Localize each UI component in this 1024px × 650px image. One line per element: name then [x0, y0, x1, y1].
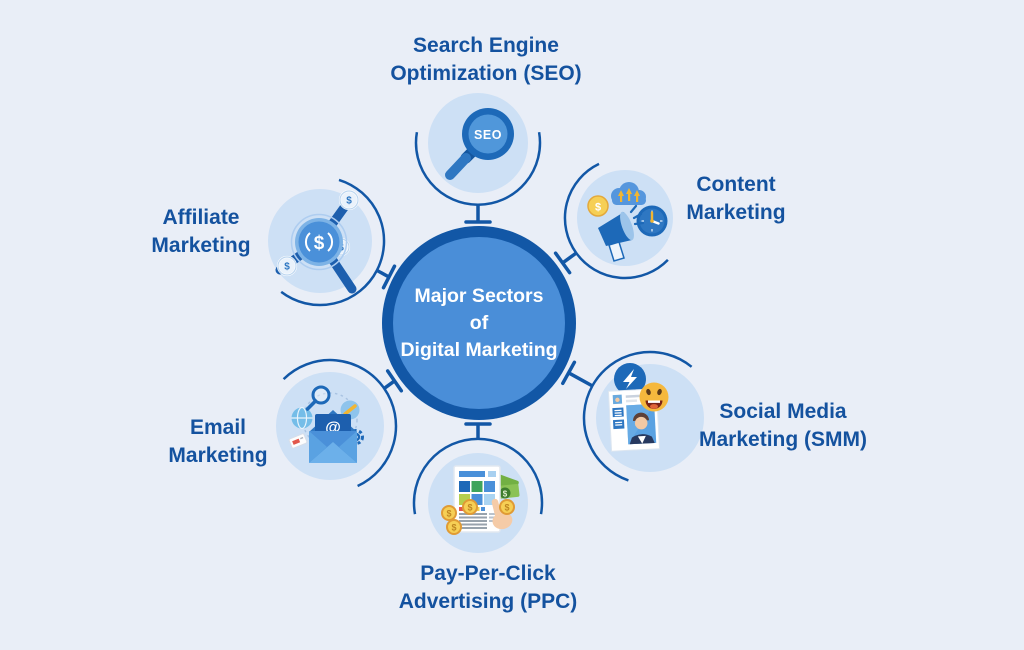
label-affiliate-marketing: Affiliate Marketing	[151, 206, 251, 257]
svg-text:$: $	[314, 233, 325, 254]
svg-text:$: $	[451, 523, 456, 533]
label-content-marketing: Content Marketing	[686, 173, 786, 224]
svg-text:$: $	[284, 262, 290, 273]
envelope-at-icon: @	[288, 385, 364, 463]
content-arc	[563, 162, 669, 280]
label-seo: Search Engine Optimization (SEO)	[390, 34, 582, 85]
magnifier-icon	[305, 385, 331, 411]
profile-card	[607, 388, 661, 452]
svg-text:$: $	[346, 196, 352, 207]
smm-cap	[561, 360, 577, 386]
center-title-line2: of	[469, 312, 489, 334]
stamp-tag-icon	[288, 433, 308, 449]
coin-icon: $	[587, 195, 609, 217]
hub-coin: $	[290, 213, 348, 271]
smm-stem	[567, 371, 594, 388]
svg-text:$: $	[467, 503, 472, 513]
label-social-media-marketing: Social Media Marketing (SMM)	[699, 400, 867, 451]
megaphone-cloud-clock-icon: $	[587, 182, 668, 262]
email-cap	[385, 369, 404, 393]
seo-arc	[414, 131, 542, 206]
seo-icon-text: SEO	[474, 128, 502, 142]
label-ppc-advertising: Pay-Per-Click Advertising (PPC)	[398, 562, 578, 613]
svg-text:$: $	[595, 202, 601, 214]
center-title-line1: Major Sectors	[414, 285, 544, 307]
connectors	[280, 131, 693, 515]
email-stem	[383, 379, 396, 390]
svg-text:$: $	[446, 509, 451, 519]
laughing-emoji-icon	[639, 382, 669, 412]
content-cap	[553, 251, 572, 275]
globe-icon	[291, 406, 313, 430]
email-arc	[282, 358, 398, 488]
label-email-marketing: Email Marketing	[168, 416, 268, 467]
seo-magnifier-icon: SEO	[445, 108, 514, 180]
center-title-line3: Digital Marketing	[400, 339, 558, 361]
affiliate-arc	[280, 178, 386, 307]
dollar-network-icon: $ $ $ $	[275, 189, 360, 294]
megaphone-icon	[598, 204, 645, 262]
svg-text:$: $	[503, 490, 508, 499]
webpage-click-coins-icon: $	[441, 465, 520, 535]
content-stem	[561, 251, 578, 265]
clock-icon	[636, 205, 668, 237]
smm-arc	[582, 350, 693, 482]
center-node	[382, 226, 576, 420]
lightning-bolt	[623, 369, 637, 389]
profile-card-emoji-icon	[607, 363, 669, 452]
cloud-upload-icon	[611, 182, 646, 205]
affiliate-stem	[376, 268, 390, 279]
affiliate-cap	[381, 264, 397, 290]
center-title: Major Sectors of Digital Marketing	[400, 283, 557, 364]
svg-text:$: $	[504, 503, 509, 513]
open-envelope-icon: @	[309, 410, 357, 463]
center-disc	[393, 237, 565, 409]
gold-coins: $ $ $ $	[441, 499, 515, 535]
